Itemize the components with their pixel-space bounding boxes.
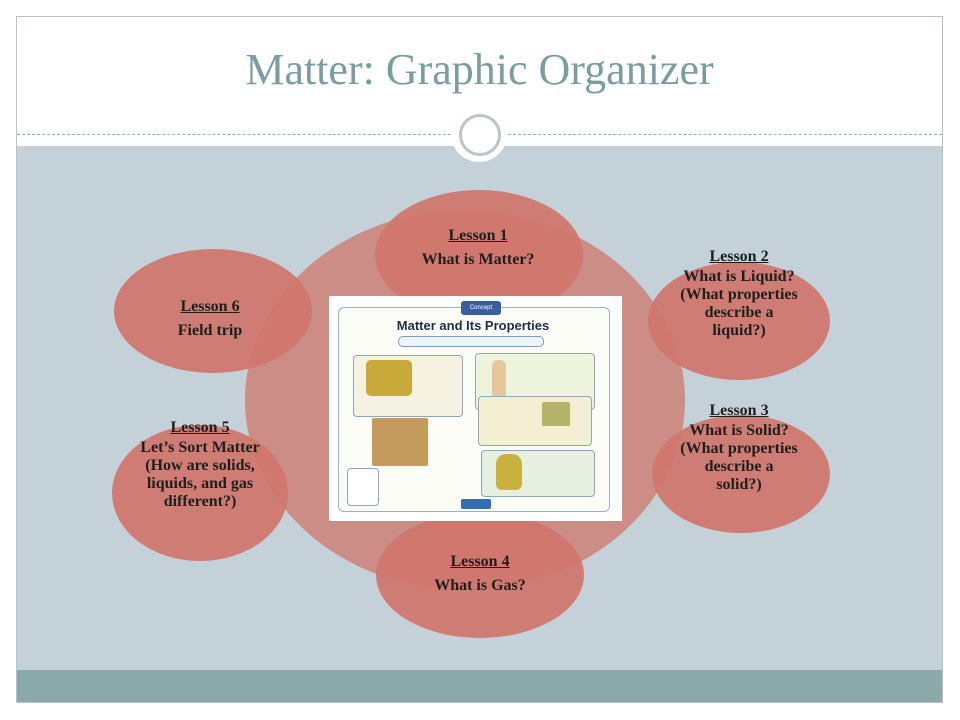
lesson-2-heading: Lesson 2 xyxy=(709,248,769,265)
lesson-3-heading: Lesson 3 xyxy=(709,402,769,419)
lesson-6-label: Lesson 6 Field trip xyxy=(150,297,270,340)
bubble-lesson-5 xyxy=(112,425,288,561)
bubble-lesson-4 xyxy=(376,512,584,638)
slide-title: Matter: Graphic Organizer xyxy=(245,45,714,94)
poster-subtitle-bar xyxy=(398,336,544,347)
crate-icon xyxy=(372,418,428,466)
footer-band xyxy=(17,670,942,702)
poster-vocab-box xyxy=(347,468,379,506)
lesson-1-label: Lesson 1 What is Matter? xyxy=(418,226,538,269)
poster-solid-box xyxy=(478,396,592,446)
publisher-logo-icon xyxy=(461,499,491,509)
poster-title: Matter and Its Properties xyxy=(396,318,550,333)
lesson-3-text: What is Solid? (What properties describe… xyxy=(680,422,798,493)
lesson-3-label: Lesson 3 What is Solid? (What properties… xyxy=(680,401,798,494)
bubble-lesson-2 xyxy=(648,262,830,380)
lesson-5-label: Lesson 5 Let’s Sort Matter (How are soli… xyxy=(136,418,264,511)
bubble-lesson-6 xyxy=(114,249,312,373)
divider-ring-inner xyxy=(459,114,501,156)
lesson-2-text: What is Liquid? (What properties describ… xyxy=(680,268,798,339)
bubble-lesson-3 xyxy=(652,415,830,533)
flask-icon xyxy=(496,454,522,490)
lesson-5-heading: Lesson 5 xyxy=(170,419,230,436)
lesson-5-text: Let’s Sort Matter (How are solids, liqui… xyxy=(140,439,260,510)
slide-frame xyxy=(16,16,943,703)
lesson-2-label: Lesson 2 What is Liquid? (What propertie… xyxy=(680,247,798,340)
lesson-1-heading: Lesson 1 xyxy=(448,227,508,244)
gold-nuggets-icon xyxy=(366,360,412,396)
cube-icon xyxy=(542,402,570,426)
bottle-icon xyxy=(492,360,506,402)
lesson-4-text: What is Gas? xyxy=(434,577,526,594)
lesson-6-text: Field trip xyxy=(177,322,243,339)
poster-badge: Concept Boosters xyxy=(461,301,501,325)
lesson-4-label: Lesson 4 What is Gas? xyxy=(398,552,562,595)
lesson-1-text: What is Matter? xyxy=(421,251,535,268)
lesson-4-heading: Lesson 4 xyxy=(450,553,510,570)
lesson-6-heading: Lesson 6 xyxy=(180,298,240,315)
